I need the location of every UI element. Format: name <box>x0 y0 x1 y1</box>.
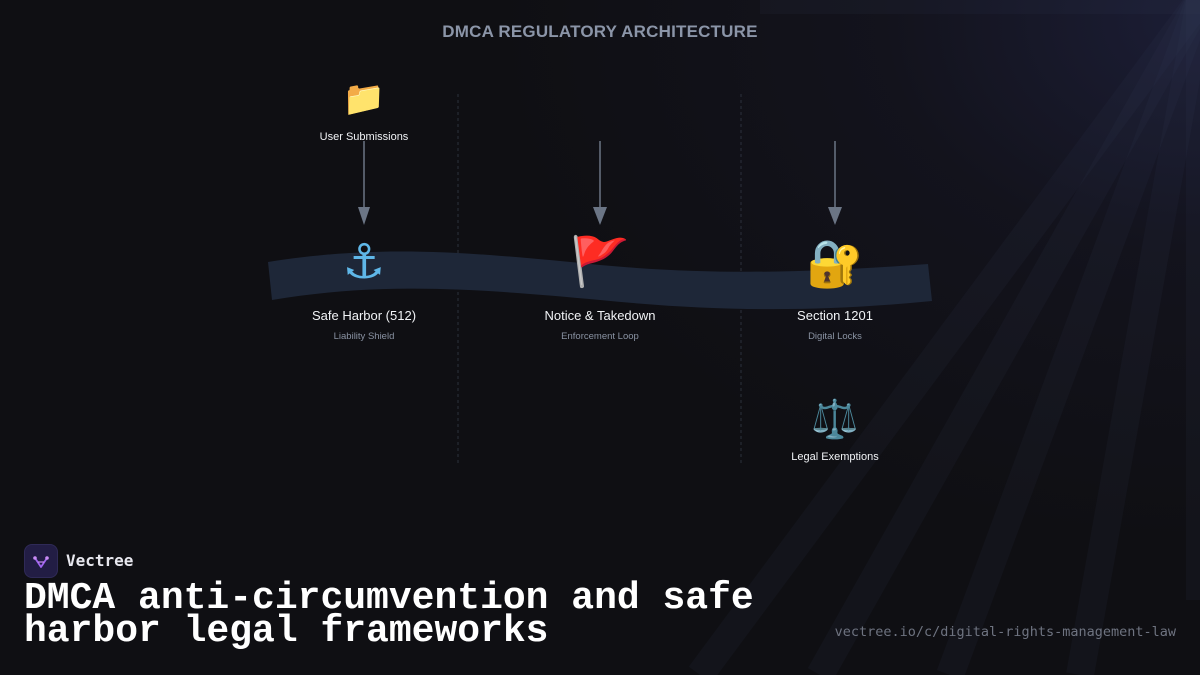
anchor-icon: ⚓ <box>342 234 386 290</box>
notice-takedown-sublabel: Enforcement Loop <box>561 331 639 342</box>
safe-harbor-sublabel: Liability Shield <box>333 331 395 342</box>
arrow-safe-harbor <box>358 141 370 225</box>
arrow-section-1201 <box>828 141 842 225</box>
framework-band <box>268 251 932 310</box>
lock-icon: 🔐 <box>806 236 864 290</box>
folder-icon: 📁 <box>342 79 386 119</box>
section-1201-sublabel: Digital Locks <box>808 331 862 342</box>
headline: DMCA anti-circumvention and safe harbor … <box>24 577 754 653</box>
flag-icon: 🚩 <box>570 234 630 290</box>
vectree-logo-icon <box>33 556 49 568</box>
source-url[interactable]: vectree.io/c/digital-rights-management-l… <box>834 624 1176 640</box>
vectree-logo <box>24 544 58 578</box>
safe-harbor-label: Safe Harbor (512) <box>311 308 417 323</box>
scales-icon: ⚖️ <box>811 397 859 441</box>
legal-exemptions-label: Legal Exemptions <box>791 451 879 463</box>
notice-takedown-label: Notice & Takedown <box>544 308 656 323</box>
diagram-title: DMCA REGULATORY ARCHITECTURE <box>442 22 758 41</box>
section-1201-label: Section 1201 <box>797 308 873 323</box>
user-submissions-label: User Submissions <box>319 131 409 143</box>
arrow-notice-takedown <box>593 141 607 225</box>
brand-name: Vectree <box>66 551 134 570</box>
